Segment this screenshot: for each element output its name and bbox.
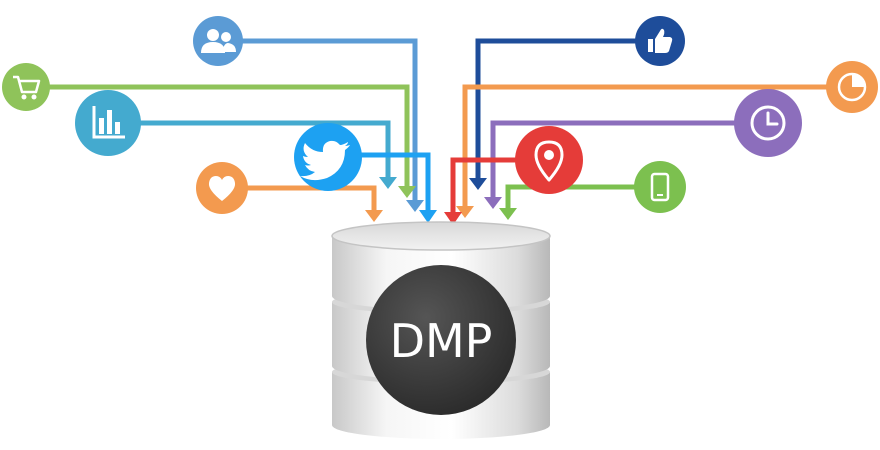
twitter-icon (294, 123, 362, 191)
connector-users (232, 38, 418, 205)
pie-chart-icon (826, 61, 878, 113)
dmp-label: DMP (390, 314, 493, 368)
connector-thumbs-up (475, 38, 660, 181)
thumbs-up-icon (635, 16, 685, 66)
clock-icon (734, 89, 802, 157)
arrowhead-users (406, 200, 424, 212)
bar-chart-icon (75, 90, 141, 156)
arrowhead-mobile (499, 208, 517, 220)
connector-bar-chart (108, 120, 391, 180)
location-pin-icon (515, 126, 583, 194)
connector-mobile (505, 184, 660, 210)
cylinder-top (331, 221, 551, 251)
connector-clock (490, 120, 768, 200)
arrowhead-thumbs-up (469, 178, 487, 190)
connector-location (450, 157, 540, 214)
dmp-disc (366, 265, 516, 415)
arrowhead-heart (365, 210, 383, 222)
mobile-phone-icon (634, 161, 686, 213)
arrowhead-bar-chart (379, 177, 397, 189)
heart-icon (196, 162, 248, 214)
arrowhead-location (444, 212, 462, 225)
users-icon (193, 16, 243, 66)
arrowhead-pie-chart (456, 206, 474, 218)
connectors (28, 38, 852, 225)
arrowhead-clock (484, 197, 502, 209)
shopping-cart-icon (2, 63, 50, 111)
database-cylinder: DMP (331, 221, 551, 439)
arrowhead-twitter (419, 210, 437, 223)
connector-heart (222, 185, 377, 212)
arrowhead-cart (398, 186, 416, 198)
connector-pie-chart (462, 84, 852, 210)
